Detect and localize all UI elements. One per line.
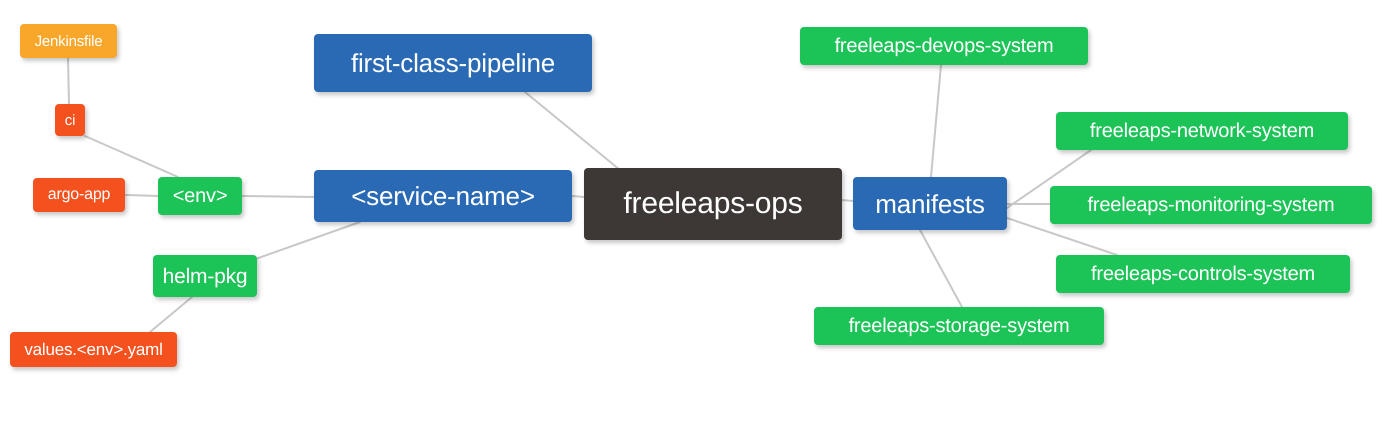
mindmap-node-service[interactable]: <service-name> (314, 170, 572, 222)
mindmap-node-network[interactable]: freeleaps-network-system (1056, 112, 1348, 150)
mindmap-node-values[interactable]: values.<env>.yaml (10, 332, 177, 367)
edge-manifests-to-devops (930, 64, 942, 178)
mindmap-node-argo[interactable]: argo-app (33, 178, 125, 212)
edge-values-to-helm (149, 296, 193, 333)
mindmap-node-env[interactable]: <env> (158, 177, 242, 215)
edge-pipeline-to-root (524, 91, 621, 171)
mindmap-node-monitoring[interactable]: freeleaps-monitoring-system (1050, 186, 1372, 224)
mindmap-node-helm[interactable]: helm-pkg (153, 255, 257, 297)
edge-ci-to-env (84, 135, 179, 178)
edge-service-to-root (571, 195, 585, 198)
mindmap-node-root[interactable]: freeleaps-ops (584, 168, 842, 240)
edge-env-to-service (241, 195, 315, 198)
mindmap-node-ci[interactable]: ci (55, 104, 85, 136)
edge-root-to-manifests (841, 199, 854, 202)
mindmap-node-jenkinsfile[interactable]: Jenkinsfile (20, 24, 117, 58)
mindmap-node-storage[interactable]: freeleaps-storage-system (814, 307, 1104, 345)
edge-manifests-to-storage (919, 229, 963, 308)
mindmap-node-pipeline[interactable]: first-class-pipeline (314, 34, 592, 92)
edge-jenkinsfile-to-ci (67, 57, 70, 105)
mindmap-node-devops[interactable]: freeleaps-devops-system (800, 27, 1088, 65)
edge-argo-to-env (124, 194, 159, 197)
mindmap-node-manifests[interactable]: manifests (853, 177, 1007, 230)
mindmap-node-controls[interactable]: freeleaps-controls-system (1056, 255, 1350, 293)
edge-helm-to-service (246, 221, 361, 263)
